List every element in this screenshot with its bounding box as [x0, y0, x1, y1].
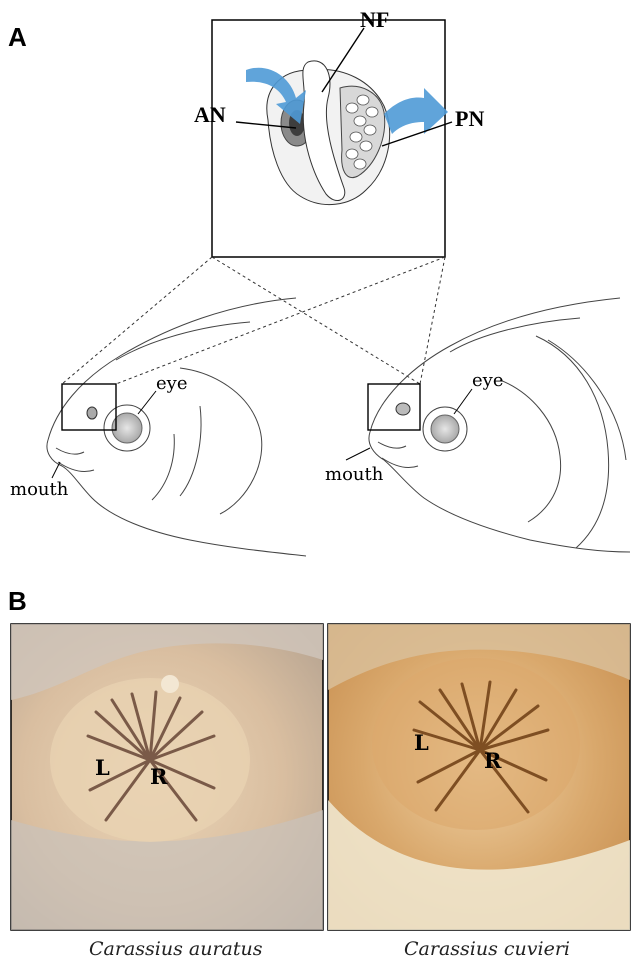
nf-label: NF	[360, 7, 389, 32]
left-eye-label: eye	[156, 373, 187, 394]
right-photo-label-r: R	[484, 748, 502, 773]
right-eye	[431, 415, 459, 443]
right-nostril	[396, 403, 410, 415]
caption-carassius-cuvieri: Carassius cuvieri	[404, 938, 570, 960]
fish-head-left	[47, 298, 306, 556]
left-nostril	[87, 407, 97, 419]
right-photo-label-l: L	[414, 730, 429, 755]
right-eye-label: eye	[472, 370, 503, 391]
caption-carassius-auratus: Carassius auratus	[89, 938, 262, 960]
right-nostril-box	[368, 384, 420, 430]
zoom-lines	[62, 257, 445, 384]
left-photo-label-r: R	[150, 764, 168, 789]
nostril-inset: NF AN PN	[194, 7, 484, 257]
photo-right	[328, 624, 630, 930]
left-mouth-label: mouth	[10, 479, 69, 500]
right-mouth-label: mouth	[325, 464, 384, 485]
pn-label: PN	[455, 106, 484, 131]
left-photo-label-l: L	[95, 755, 110, 780]
an-label: AN	[194, 102, 226, 127]
fish-head-right	[346, 298, 630, 552]
